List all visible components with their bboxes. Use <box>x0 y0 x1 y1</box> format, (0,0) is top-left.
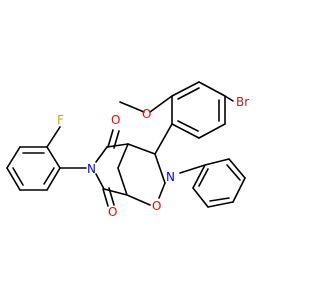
bromo-bond <box>224 95 234 102</box>
phenyl-ring <box>192 158 246 208</box>
fluoro-bond <box>46 126 61 148</box>
ketone-oxygen-bottom-label: O <box>108 205 117 219</box>
methoxy-bonds <box>119 95 173 113</box>
methoxy-oxygen-label: O <box>142 107 151 121</box>
n-phenyl-bond <box>179 164 206 174</box>
ring-oxygen-label: O <box>152 199 161 213</box>
pyrrolidinedione-ring <box>95 143 129 196</box>
bromine-label: Br <box>236 95 249 109</box>
isoxazolidine-ring <box>117 123 173 206</box>
fluorophenyl-ring <box>6 146 87 191</box>
ring-nitrogen-label: N <box>166 170 175 184</box>
fluorine-label: F <box>57 113 64 127</box>
carbonyl-bonds <box>102 129 120 207</box>
imide-nitrogen-label: N <box>87 162 96 176</box>
molecule-structure-diagram: Br O O N N F O O <box>6 81 249 219</box>
bromomethoxyphenyl-ring <box>171 81 226 139</box>
ketone-oxygen-top-label: O <box>111 113 120 127</box>
